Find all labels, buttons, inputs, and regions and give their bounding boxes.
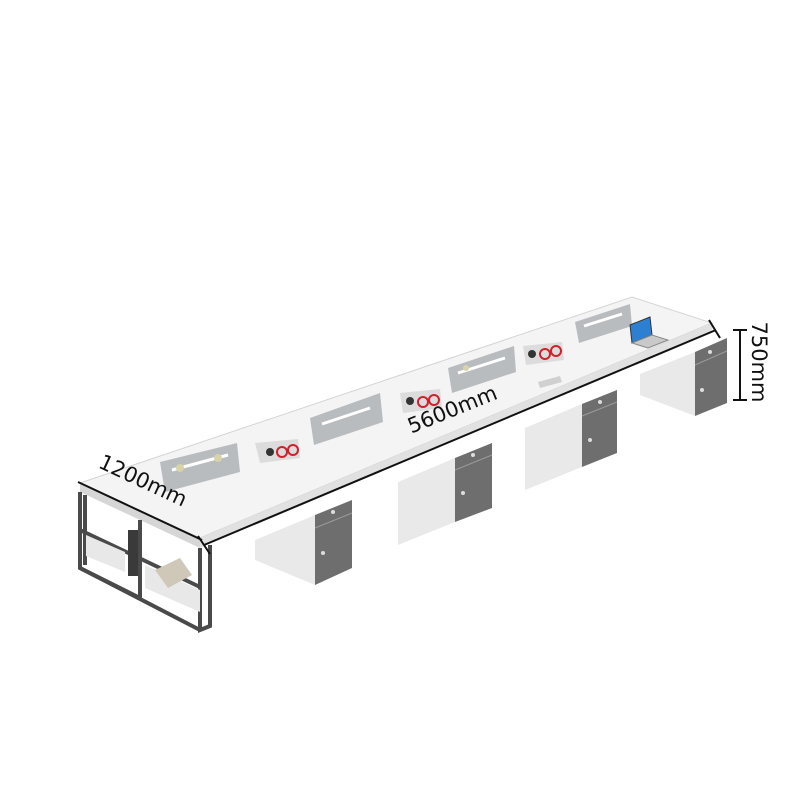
divider-screen-1: [160, 443, 240, 492]
cabinet-2: [398, 443, 493, 545]
cabinet-4: [640, 338, 728, 416]
divider-screen-3: [448, 346, 516, 393]
left-shelf-inner: [86, 530, 200, 612]
divider-screen-4: [575, 304, 632, 343]
shelf-books: [155, 558, 192, 588]
pedestal-cabinets: [255, 338, 728, 585]
cable-port: [538, 376, 562, 388]
height-label: 750mm: [747, 322, 771, 403]
cabinet-3: [525, 390, 618, 490]
divider-screen-2: [310, 393, 383, 445]
depth-dimension-line: [77, 481, 203, 541]
desk-front-edge: [200, 323, 712, 548]
dimension-lines: [77, 319, 747, 555]
shelf-rack-icon: [128, 530, 138, 576]
length-dimension-line: [203, 329, 717, 546]
divider-screens: [160, 304, 632, 492]
cabinet-1: [255, 500, 353, 585]
power-boxes: [255, 342, 564, 463]
power-box-1: [255, 439, 300, 463]
laptop-icon: [629, 316, 670, 349]
desk-top: [78, 296, 714, 548]
power-box-3: [523, 342, 564, 365]
power-box-2: [400, 389, 442, 413]
desk-left-edge: [80, 483, 200, 548]
